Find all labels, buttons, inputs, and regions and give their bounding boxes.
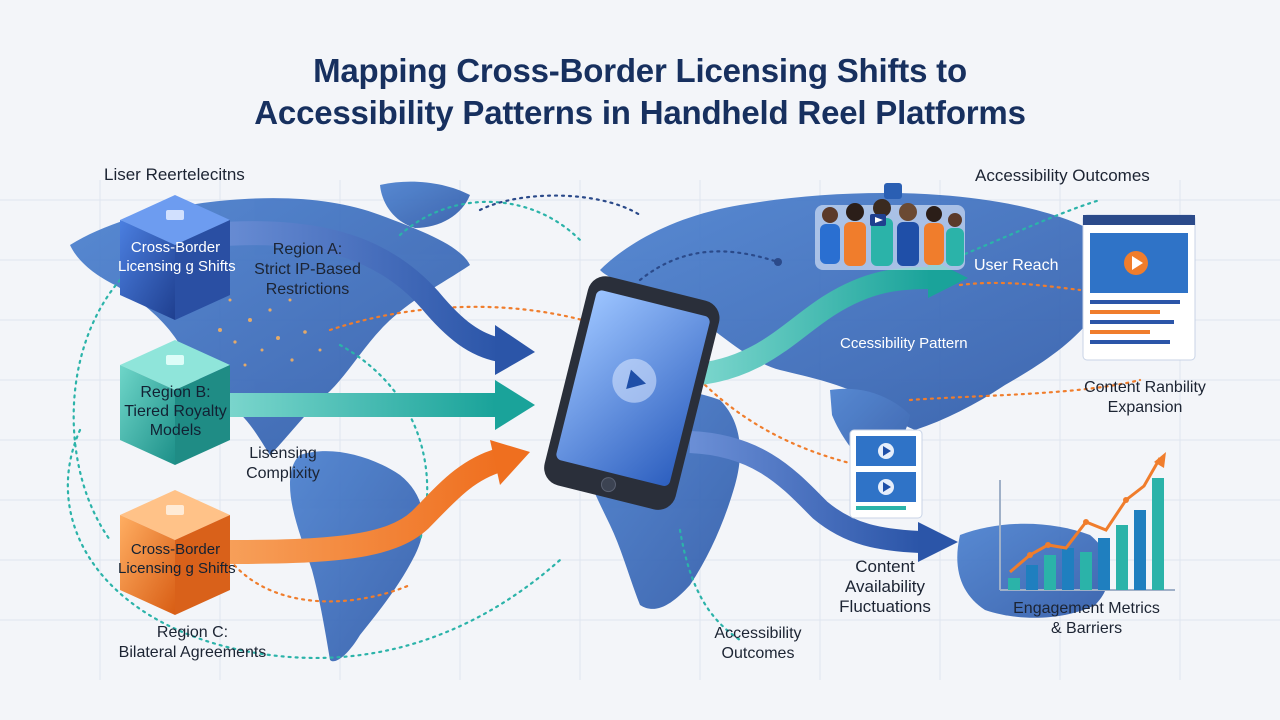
content-expansion-label: Content Ranbility Expansion — [1084, 379, 1206, 416]
connector-orange-east — [908, 378, 1142, 402]
cube-blue — [120, 195, 230, 320]
cube-orange-label: Cross-Border Licensing g Shifts — [118, 541, 236, 577]
arrow-teal-right — [688, 267, 931, 386]
cube-teal — [120, 340, 230, 465]
city-lights — [218, 298, 322, 367]
connector-navy-top — [638, 250, 780, 282]
connector-orange-upper — [328, 305, 602, 332]
cube-orange — [120, 490, 230, 615]
dotted-connectors — [66, 194, 1142, 660]
arrow-blue-bottom-head — [918, 522, 958, 562]
user-reach-label: User Reach — [974, 257, 1059, 274]
page-title: Mapping Cross-Border Licensing Shifts to… — [0, 50, 1280, 134]
connector-orange-lower — [228, 558, 412, 603]
region-a-label: Region A: Strict IP-Based Restrictions — [254, 241, 361, 298]
eurasia — [600, 193, 1114, 430]
connector-teal-top-right — [478, 194, 642, 217]
region-c-label: Region C: Bilateral Agreements — [118, 624, 267, 661]
arrow-orange — [224, 448, 504, 564]
arrow-teal-shaft — [215, 393, 495, 417]
connector-teal-mid — [338, 343, 429, 542]
arrow-blue-top — [209, 221, 503, 362]
title-line-1: Mapping Cross-Border Licensing Shifts to — [313, 52, 967, 89]
greenland — [380, 181, 470, 228]
connector-teal-left — [72, 278, 122, 542]
engagement-label: Engagement Metrics & Barriers — [1013, 600, 1160, 637]
accessibility-pattern-label: Ccessibility Pattern — [840, 335, 968, 352]
engagement-chart — [999, 452, 1175, 591]
arrow-orange-head — [490, 440, 530, 485]
smartphone — [544, 276, 720, 510]
title-line-2: Accessibility Patterns in Handheld Reel … — [254, 94, 1026, 131]
connector-orange-reach — [958, 281, 1082, 292]
arrow-blue-top-head — [495, 325, 535, 375]
accessibility-outcomes-bottom-label: Accessibility Outcomes — [714, 625, 802, 662]
arrow-blue-bottom — [689, 431, 921, 553]
video-card — [1082, 214, 1196, 361]
connector-teal-top — [398, 200, 582, 242]
connector-teal-outer — [66, 428, 562, 660]
content-fluctuations-label: Content Availability Fluctuations — [839, 557, 931, 616]
right-header: Accessibility Outcomes — [975, 166, 1150, 185]
left-header: Liser Reertelecitns — [104, 165, 245, 184]
video-panels — [849, 429, 923, 519]
cube-blue-label: Cross-Border Licensing g Shifts — [118, 239, 236, 275]
arrow-teal-head — [495, 380, 535, 430]
licensing-complexity-label: Lisensing Complixity — [246, 445, 320, 482]
node-diamond — [774, 258, 782, 266]
cube-teal-label: Region B: Tiered Royalty Models — [124, 384, 227, 439]
flow-arrows — [209, 221, 968, 564]
people-crowd — [815, 183, 965, 270]
